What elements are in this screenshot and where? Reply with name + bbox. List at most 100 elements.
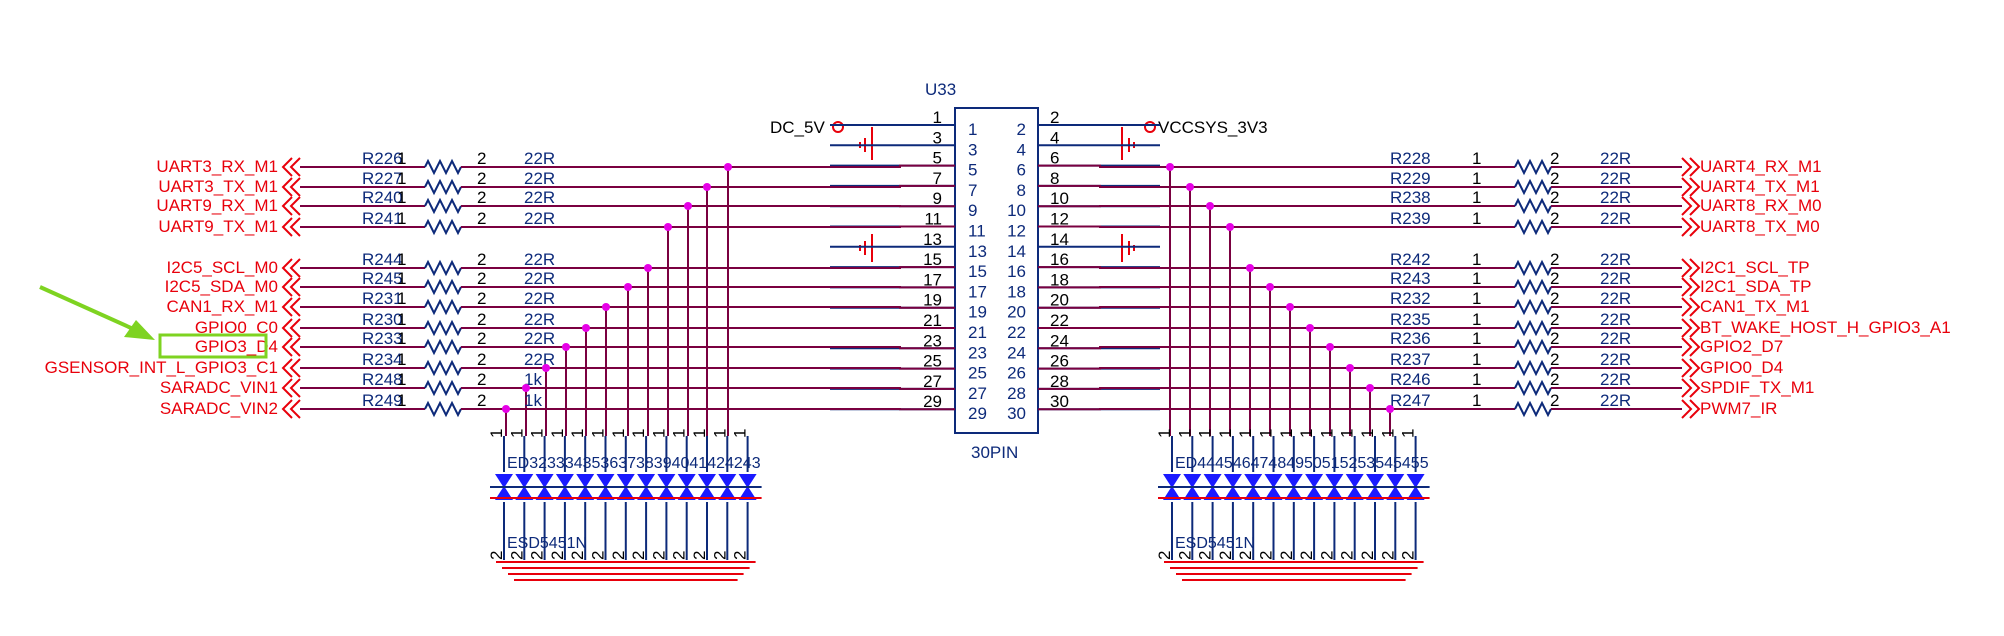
- net-port-arrow-icon: [281, 358, 293, 378]
- esd-pin2-label: 2: [1155, 551, 1174, 560]
- resistor-pin2: 2: [477, 370, 486, 389]
- power-left-port: [832, 121, 844, 133]
- net-port-arrow-icon: [1681, 358, 1693, 378]
- esd-diode-icon: [1366, 486, 1384, 500]
- resistor-pin2: 2: [477, 250, 486, 269]
- net-port-arrow-icon: [289, 157, 301, 177]
- esd-diode-icon: [738, 486, 757, 500]
- esd-left-bottom-label: ESD5451N: [507, 535, 587, 552]
- resistor-pin1: 1: [397, 329, 406, 348]
- resistor-pin1: 1: [1472, 169, 1481, 188]
- net-label-left: SARADC_VIN2: [160, 399, 278, 418]
- esd-pin1-label: 1: [670, 429, 689, 438]
- pin-number-right-outer: 6: [1050, 149, 1059, 168]
- esd-diode-icon: [1203, 486, 1222, 500]
- pin-number-right-inner: 12: [1007, 222, 1026, 241]
- esd-pin2-label: 2: [1196, 551, 1215, 560]
- resistor-symbol: [1514, 379, 1552, 397]
- net-port-arrow-icon: [289, 399, 301, 419]
- pin-number-left-outer: 29: [923, 392, 942, 411]
- net-port-arrow-icon: [289, 217, 301, 237]
- resistor-pin1: 1: [397, 269, 406, 288]
- esd-diode-icon: [1305, 474, 1324, 488]
- esd-diode-icon: [637, 486, 656, 500]
- net-label-left: SARADC_VIN1: [160, 378, 278, 397]
- resistor-pin1: 1: [1472, 391, 1481, 410]
- resistor-pin2: 2: [477, 329, 486, 348]
- resistor-ref: R229: [1390, 169, 1431, 188]
- net-port-arrow-icon: [281, 217, 293, 237]
- resistor-value: 1k: [524, 370, 542, 389]
- resistor-pin1: 1: [1472, 350, 1481, 369]
- net-label-left: GPIO0_C0: [195, 318, 278, 337]
- esd-diode-icon: [616, 474, 635, 488]
- net-port-arrow-icon: [1689, 337, 1701, 357]
- junction-dot: [582, 324, 590, 332]
- pin-number-left-inner: 13: [968, 242, 987, 261]
- net-port-arrow-icon: [289, 196, 301, 216]
- pin-number-left-inner: 27: [968, 384, 987, 403]
- junction-dot: [644, 264, 652, 272]
- resistor-pin1: 1: [1472, 209, 1481, 228]
- pin-number-right-outer: 24: [1050, 331, 1069, 350]
- resistor-symbol: [424, 298, 462, 316]
- resistor-value: 22R: [524, 329, 555, 348]
- pin-number-right-inner: 10: [1007, 201, 1026, 220]
- pin-number-left-outer: 3: [933, 128, 942, 147]
- esd-pin2-label: 2: [1358, 551, 1377, 560]
- wire-left-to-connector: [461, 367, 955, 370]
- net-port-arrow-icon: [281, 157, 293, 177]
- esd-pin1-label: 1: [649, 429, 668, 438]
- pin-number-left-inner: 5: [968, 161, 977, 180]
- net-label-right: GPIO0_D4: [1700, 358, 1783, 377]
- net-label-right: UART4_RX_M1: [1700, 157, 1822, 176]
- pin-number-right-inner: 20: [1007, 303, 1026, 322]
- junction-dot: [1166, 163, 1174, 171]
- wire-left-to-connector: [461, 225, 955, 228]
- pin-number-right-outer: 16: [1050, 250, 1069, 269]
- net-port-arrow-icon: [1689, 358, 1701, 378]
- net-port-arrow-icon: [1681, 378, 1693, 398]
- esd-diode-icon: [616, 486, 635, 500]
- net-port-arrow-icon: [281, 258, 293, 278]
- net-port-arrow-icon: [289, 258, 301, 278]
- power-left-label: DC_5V: [770, 118, 825, 137]
- esd-diode-icon: [1264, 486, 1283, 500]
- junction-dot: [1366, 384, 1374, 392]
- esd-pin1-label: 1: [1297, 429, 1316, 438]
- resistor-value: 22R: [1600, 391, 1631, 410]
- junction-dot: [1346, 364, 1354, 372]
- esd-pin1-label: 1: [1257, 429, 1276, 438]
- pin-number-right-inner: 18: [1007, 282, 1026, 301]
- junction-dot: [602, 303, 610, 311]
- esd-pin2-label: 2: [649, 551, 668, 560]
- net-label-right: PWM7_IR: [1700, 399, 1777, 418]
- esd-diode-icon: [677, 486, 696, 500]
- resistor-value: 22R: [524, 209, 555, 228]
- resistor-value: 22R: [1600, 329, 1631, 348]
- net-label-left: UART3_RX_M1: [156, 157, 278, 176]
- net-port-arrow-icon: [281, 177, 293, 197]
- net-port-arrow-icon: [289, 277, 301, 297]
- esd-diode-icon: [1223, 486, 1242, 500]
- resistor-pin2: 2: [1550, 289, 1559, 308]
- power-right-label: VCCSYS_3V3: [1158, 118, 1268, 137]
- esd-diode-icon: [1163, 474, 1181, 488]
- resistor-pin2: 2: [1550, 188, 1559, 207]
- esd-diode-icon: [1325, 474, 1344, 488]
- resistor-pin1: 1: [1472, 188, 1481, 207]
- pin-number-left-outer: 23: [923, 331, 942, 350]
- resistor-pin2: 2: [477, 289, 486, 308]
- esd-pin1-label: 1: [528, 429, 547, 438]
- net-port-arrow-icon: [1681, 196, 1693, 216]
- resistor-symbol: [1514, 259, 1552, 277]
- esd-pin2-label: 2: [589, 551, 608, 560]
- resistor-ref: R243: [1390, 269, 1431, 288]
- esd-pin2-label: 2: [690, 551, 709, 560]
- resistor-symbol: [424, 338, 462, 356]
- power-right-port: [1144, 121, 1156, 133]
- esd-pin1-label: 1: [1175, 429, 1194, 438]
- net-port-arrow-icon: [281, 337, 293, 357]
